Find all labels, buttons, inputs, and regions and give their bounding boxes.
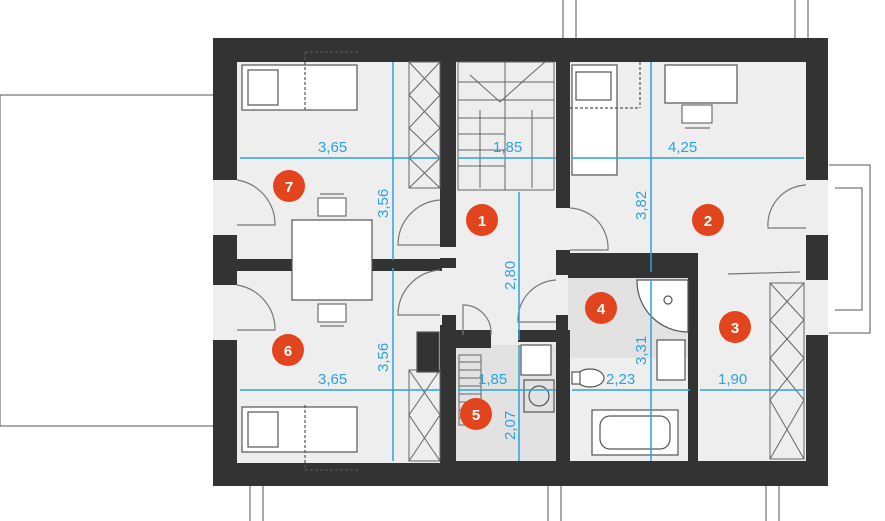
svg-text:7: 7 bbox=[285, 179, 293, 196]
bed-icon bbox=[241, 51, 641, 471]
room-badge-1: 1 bbox=[466, 204, 498, 236]
room-badge-3: 3 bbox=[719, 311, 751, 343]
dim-hall-height: 2,80 bbox=[502, 261, 519, 290]
svg-text:3: 3 bbox=[731, 320, 739, 337]
bathtub-icon bbox=[591, 409, 679, 456]
svg-text:2: 2 bbox=[704, 213, 712, 230]
room-badge-5: 5 bbox=[460, 398, 492, 430]
dimension-lines bbox=[240, 62, 804, 461]
dim-room6-height: 3,56 bbox=[375, 343, 392, 372]
dim-room7-width: 3,65 bbox=[318, 139, 347, 156]
door-swing-icon bbox=[236, 179, 807, 336]
dim-stair-width: 1,85 bbox=[493, 139, 522, 156]
room-badge-2: 2 bbox=[692, 204, 724, 236]
desk-icon bbox=[291, 64, 738, 301]
room-badge-6: 6 bbox=[272, 334, 304, 366]
dim-room5-width: 1,85 bbox=[478, 371, 507, 388]
washing-machine-icon bbox=[523, 379, 555, 413]
dim-room6-width: 3,65 bbox=[318, 371, 347, 388]
dim-room3-width: 1,90 bbox=[718, 371, 747, 388]
room-badge-7: 7 bbox=[273, 170, 305, 202]
shower-icon bbox=[636, 279, 689, 333]
dim-room2-width: 4,25 bbox=[668, 139, 697, 156]
svg-text:5: 5 bbox=[472, 407, 480, 424]
dim-room2-height: 3,82 bbox=[633, 191, 650, 220]
chair-icon bbox=[317, 104, 713, 327]
svg-text:4: 4 bbox=[597, 301, 606, 318]
svg-text:1: 1 bbox=[478, 213, 486, 230]
dim-room4-width: 2,23 bbox=[606, 371, 635, 388]
dim-room5-height: 2,07 bbox=[502, 411, 519, 440]
svg-text:6: 6 bbox=[284, 343, 292, 360]
dim-room4-height: 3,31 bbox=[633, 336, 650, 365]
stairs-icon bbox=[457, 61, 555, 191]
room-badge-4: 4 bbox=[585, 292, 617, 324]
toilet-icon bbox=[571, 368, 605, 388]
dim-room7-height: 3,56 bbox=[375, 189, 392, 218]
sink-icon bbox=[416, 331, 686, 381]
